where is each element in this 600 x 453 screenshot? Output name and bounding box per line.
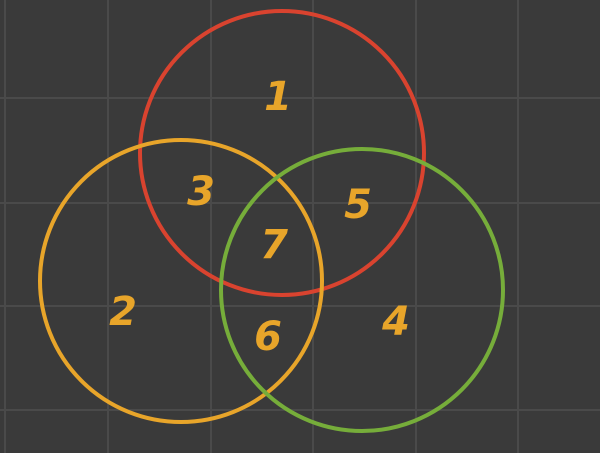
region-label-4: 4: [381, 299, 410, 345]
region-label-7: 7: [260, 222, 288, 268]
region-label-1: 1: [264, 74, 292, 120]
circle-orange: [38, 138, 324, 424]
region-label-6: 6: [254, 314, 282, 360]
region-label-5: 5: [344, 182, 372, 228]
region-label-3: 3: [187, 169, 215, 215]
region-label-2: 2: [109, 289, 137, 335]
circle-red: [138, 9, 426, 297]
circle-green: [219, 147, 505, 433]
